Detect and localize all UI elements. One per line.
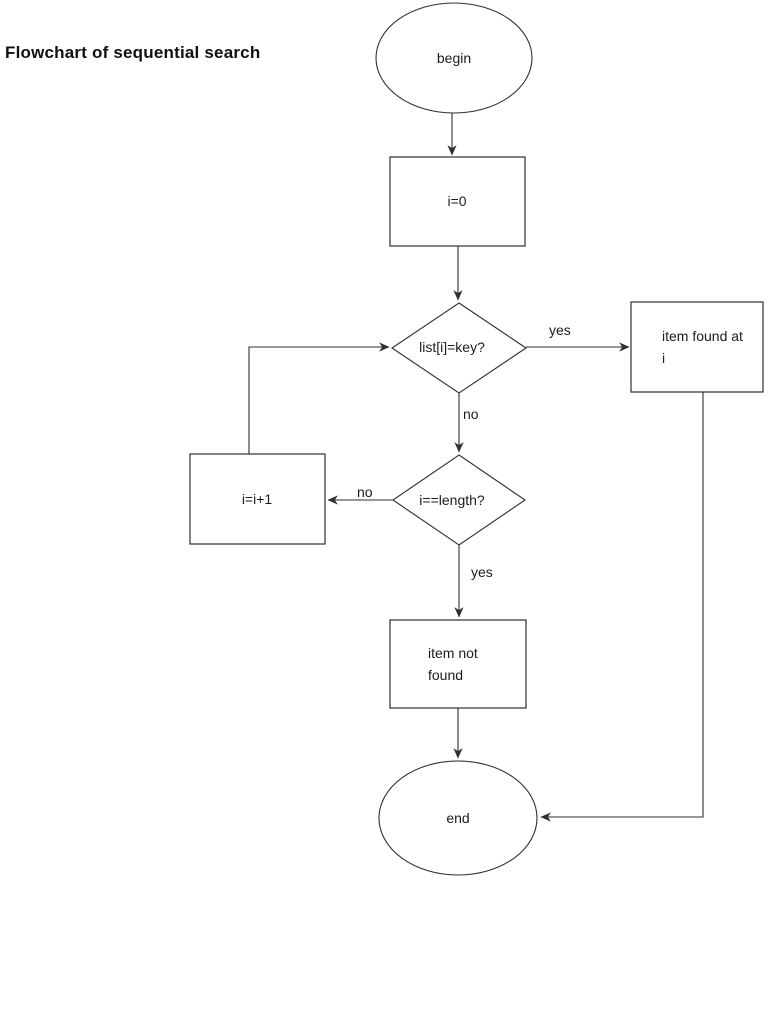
node-init-label: i=0 — [447, 193, 467, 209]
edge-label-no-key: no — [463, 406, 479, 422]
edge-label-yes-found: yes — [549, 322, 571, 338]
node-check-length-label: i==length? — [419, 492, 485, 508]
node-init-rect — [389, 156, 526, 247]
edge-label-yes-length: yes — [471, 564, 493, 580]
node-check-key-diamond — [391, 302, 527, 394]
node-item-not-found-label: item not found — [428, 645, 478, 683]
page-title: Flowchart of sequential search — [5, 43, 261, 62]
node-check-key-label: list[i]=key? — [419, 339, 485, 355]
edge-item-found-end — [540, 392, 704, 822]
node-check-length-diamond — [392, 454, 526, 546]
node-item-found-rect — [630, 301, 764, 393]
node-begin-label: begin — [436, 50, 472, 66]
node-end-ellipse — [378, 760, 538, 876]
edge-label-no-length: no — [357, 484, 373, 500]
node-item-not-found-rect — [389, 619, 527, 709]
node-item-found-label: item found at i — [662, 328, 743, 366]
node-increment-rect — [189, 453, 326, 545]
node-end-label: end — [446, 810, 470, 826]
node-increment-label: i=i+1 — [241, 491, 273, 507]
edge-increment-loop — [248, 342, 390, 454]
node-begin-ellipse — [375, 2, 533, 114]
